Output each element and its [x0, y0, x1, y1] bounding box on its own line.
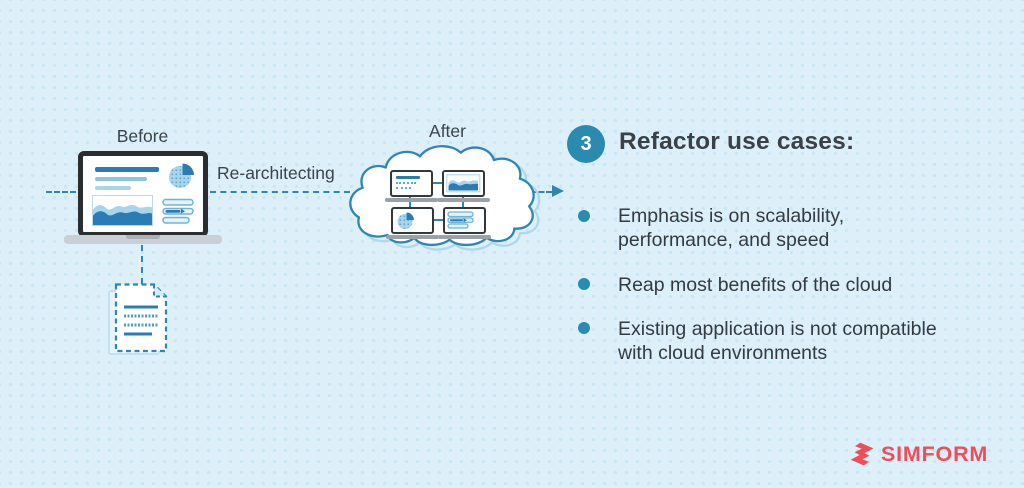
area-chart-icon	[92, 195, 153, 226]
flow-line-middle	[210, 191, 350, 193]
list-item: Existing application is not compatible w…	[578, 317, 1008, 366]
bullet-text: Reap most benefits of the cloud	[618, 273, 893, 296]
laptop-document-connector	[141, 245, 143, 284]
dashboard-text-bar	[95, 167, 159, 172]
bullet-text: Existing application is not compatible w…	[618, 317, 937, 365]
laptop-icon	[78, 151, 208, 237]
list-item: Reap most benefits of the cloud	[578, 273, 1008, 297]
flow-line-right	[531, 191, 552, 193]
monitor-connector	[432, 219, 445, 222]
bullet-dot-icon	[578, 278, 590, 291]
bullet-dot-icon	[578, 209, 590, 222]
re-architecting-label: Re-architecting	[217, 163, 335, 183]
document-icon	[108, 283, 168, 355]
monitor-connector	[431, 182, 444, 185]
step-number-badge: 3	[567, 125, 605, 163]
section-title: Refactor use cases:	[619, 128, 855, 155]
arrowhead-icon	[552, 185, 564, 197]
flow-line-left	[46, 191, 76, 193]
dashboard-text-bar	[95, 177, 147, 181]
monitor-connector	[462, 195, 465, 209]
bullet-text: Emphasis is on scalability, performance,…	[618, 205, 845, 252]
monitor-text-icon	[385, 170, 438, 202]
list-item: Emphasis is on scalability, performance,…	[578, 204, 1008, 253]
after-label: After	[429, 121, 466, 141]
before-label: Before	[116, 126, 169, 146]
monitor-sliders-icon	[438, 207, 491, 239]
monitor-pie-chart-icon	[386, 207, 439, 239]
simform-logo-mark-icon	[850, 442, 874, 466]
sliders-icon	[162, 198, 194, 224]
monitor-connector	[409, 195, 412, 209]
laptop-base	[64, 235, 222, 244]
monitor-area-chart-icon	[437, 170, 490, 202]
brand-name: SIMFORM	[881, 441, 989, 466]
pie-chart-icon	[169, 163, 194, 188]
bullet-list: Emphasis is on scalability, performance,…	[578, 204, 1008, 385]
bullet-dot-icon	[578, 322, 590, 335]
dashboard-text-bar	[95, 186, 131, 190]
brand-logo: SIMFORM	[848, 440, 988, 468]
